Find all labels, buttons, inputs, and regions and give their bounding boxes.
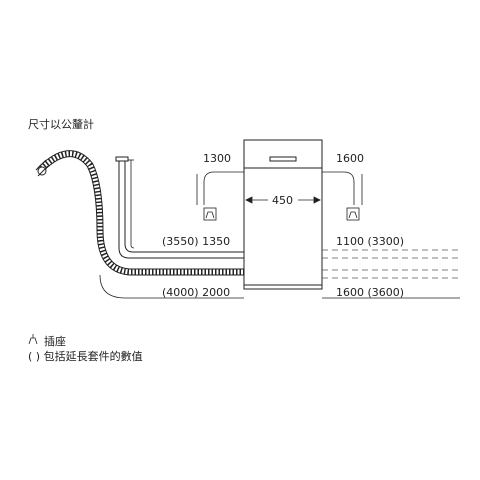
appliance-width-arrow: [245, 196, 321, 204]
appliance-width-label: 450: [272, 194, 293, 207]
socket-icon: [346, 207, 360, 221]
dishwasher-appliance: [243, 139, 323, 290]
water-inlet-pipe: [115, 156, 244, 259]
socket-icon: [28, 334, 38, 345]
left-top-dim: [196, 171, 244, 205]
left-lower-hose-label: (4000) 2000: [162, 286, 230, 299]
left-dim-lines: [99, 159, 244, 299]
drain-hose: [35, 150, 244, 276]
legend-socket-label: 插座: [44, 334, 66, 348]
right-lower-hose-label: 1600 (3600): [336, 286, 404, 299]
socket-icon: [203, 207, 217, 221]
left-upper-hose-label: (3550) 1350: [162, 235, 230, 248]
legend: 插座 ( ) 包括延長套件的數值: [28, 334, 143, 363]
left-top-dim-label: 1300: [203, 152, 231, 165]
diagram-title: 尺寸以公釐計: [28, 117, 94, 131]
right-top-dim-label: 1600: [336, 152, 364, 165]
right-dashed-lines: [322, 249, 460, 279]
legend-parentheses-label: ( ) 包括延長套件的數值: [28, 349, 143, 363]
right-top-dim: [322, 171, 363, 205]
right-upper-hose-label: 1100 (3300): [336, 235, 404, 248]
